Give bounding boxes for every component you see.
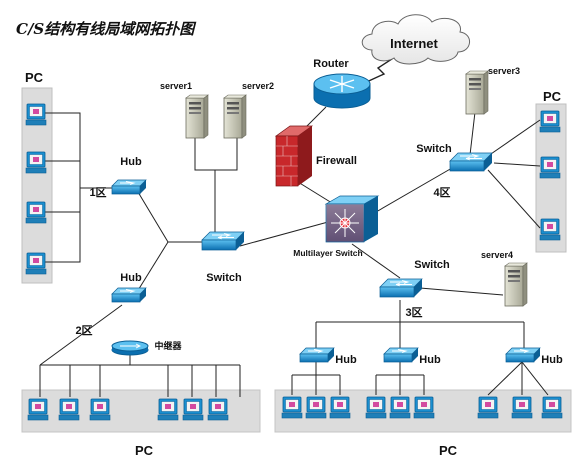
hub-3c-icon: [505, 347, 541, 363]
pc-left-label: PC: [25, 70, 44, 85]
pc-bottom-right-label: PC: [439, 443, 458, 458]
server4-icon: [504, 262, 528, 307]
multilayer-switch-icon: [324, 195, 380, 243]
hub-2-label: Hub: [120, 272, 142, 284]
pc-icon: [27, 398, 49, 421]
server1-icon: [185, 94, 209, 139]
network-links: [39, 54, 549, 397]
pc-icon: [89, 398, 111, 421]
repeater-label: 中继器: [154, 340, 182, 351]
internet-label: Internet: [390, 36, 438, 51]
pc-icon: [58, 398, 80, 421]
repeater-icon: [111, 340, 149, 356]
hub-1-icon: [111, 179, 147, 195]
switch-right-icon: [449, 152, 493, 172]
switch-center-icon: [201, 231, 245, 251]
hub-3c-label: Hub: [541, 354, 563, 366]
pc-group-right: [539, 110, 561, 241]
server2-icon: [223, 94, 247, 139]
pc-icon: [539, 110, 561, 133]
server3-icon: [465, 70, 489, 115]
router-label: Router: [313, 58, 349, 70]
pc-icon: [539, 218, 561, 241]
zone-4-label: 4区: [433, 186, 450, 199]
pc-icon: [305, 396, 327, 419]
pc-icon: [157, 398, 179, 421]
diagram-title: C/S结构有线局域网拓扑图: [16, 20, 197, 38]
router-icon: [313, 73, 371, 109]
server1-label: server1: [160, 81, 192, 91]
firewall-label: Firewall: [316, 155, 357, 167]
pc-icon: [25, 252, 47, 275]
hub-3a-label: Hub: [335, 354, 357, 366]
multilayer-switch-label: Multilayer Switch: [293, 248, 362, 258]
switch-bottom-icon: [379, 278, 423, 298]
hub-1-label: Hub: [120, 156, 142, 168]
pc-icon: [477, 396, 499, 419]
pc-icon: [539, 156, 561, 179]
pc-icon: [329, 396, 351, 419]
hub-3b-label: Hub: [419, 354, 441, 366]
server3-label: server3: [488, 66, 520, 76]
switch-bottom-label: Switch: [414, 259, 450, 271]
pc-icon: [182, 398, 204, 421]
hub-3b-icon: [383, 347, 419, 363]
pc-icon: [25, 201, 47, 224]
hub-3a-icon: [299, 347, 335, 363]
zone-1-label: 1区: [89, 186, 106, 199]
pc-icon: [25, 151, 47, 174]
switch-center-label: Switch: [206, 272, 242, 284]
zone-3-label: 3区: [405, 306, 422, 319]
pc-icon: [389, 396, 411, 419]
firewall-icon: [274, 125, 314, 187]
hub-2-icon: [111, 287, 147, 303]
pc-right-label: PC: [543, 89, 562, 104]
pc-icon: [365, 396, 387, 419]
pc-group-bottom-right: [281, 396, 563, 419]
pc-icon: [207, 398, 229, 421]
internet-cloud-icon: [361, 14, 470, 65]
pc-icon: [413, 396, 435, 419]
pc-icon: [281, 396, 303, 419]
zone-2-label: 2区: [75, 324, 92, 337]
server4-label: server4: [481, 250, 513, 260]
server2-label: server2: [242, 81, 274, 91]
pc-icon: [25, 103, 47, 126]
pc-icon: [541, 396, 563, 419]
switch-right-label: Switch: [416, 143, 452, 155]
pc-icon: [511, 396, 533, 419]
pc-bottom-left-label: PC: [135, 443, 154, 458]
